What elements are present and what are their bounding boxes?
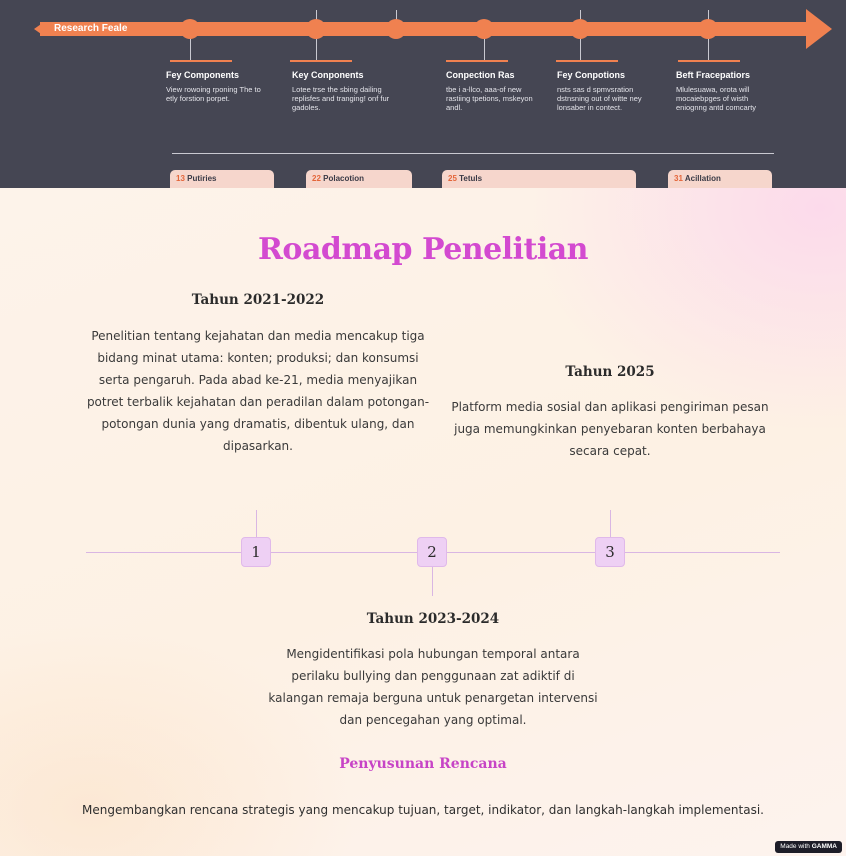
timeline-arrow <box>40 22 810 36</box>
card-label: Acillation <box>684 174 721 183</box>
plan-heading: Penyusunan Rencana <box>339 756 507 772</box>
stage-3-description: Platform media sosial dan aplikasi pengi… <box>451 400 769 458</box>
column-accent <box>170 60 232 62</box>
roadmap-panel: Roadmap Penelitian Tahun 2021-2022 Penel… <box>0 188 846 856</box>
hero-column-title: Conpection Ras <box>446 70 515 80</box>
hero-column-text: tbe i a-llco, aaa-of new rastiing tpetio… <box>446 85 533 112</box>
timeline-node <box>474 19 494 39</box>
hero-illustration: Research Feale Fey Components View rowoi… <box>0 0 846 190</box>
column-accent <box>556 60 618 62</box>
hero-column-text: Mlulesuawa, orota will mocaiebpges of wi… <box>676 85 757 112</box>
timeline-node <box>386 19 406 39</box>
hero-column: Key Conponents Lotee trse the sbing dail… <box>292 70 392 112</box>
hero-column-text: nsts sas d spmvsration dstnsning out of … <box>557 85 642 112</box>
hero-column-title: Key Conponents <box>292 70 364 80</box>
column-accent <box>678 60 740 62</box>
card-label: Tetuls <box>459 174 483 183</box>
timeline-node-3: 3 <box>595 537 625 567</box>
hero-card: 31 Acillation <box>668 170 772 190</box>
card-label: Polacotion <box>323 174 365 183</box>
card-number: 13 <box>176 174 185 183</box>
column-accent <box>290 60 352 62</box>
timeline-node <box>306 19 326 39</box>
hero-column: Beft Fracepatiors Mlulesuawa, orota will… <box>676 70 776 112</box>
card-number: 25 <box>448 174 457 183</box>
connector-line <box>484 36 485 60</box>
hero-column-title: Fey Conpotions <box>557 70 625 80</box>
hero-column-text: Lotee trse the sbing dailing replisfes a… <box>292 85 390 112</box>
stage-3-year: Tahun 2025 <box>565 364 655 380</box>
stage-1-year: Tahun 2021-2022 <box>191 292 325 308</box>
hero-column-text: View rowoing rponing The to etly forstio… <box>166 85 261 103</box>
timeline-stem <box>256 510 257 538</box>
badge-brand: GAMMA <box>811 843 837 850</box>
hero-column: Fey Conpotions nsts sas d spmvsration ds… <box>557 70 657 112</box>
timeline-node <box>570 19 590 39</box>
card-number: 22 <box>312 174 321 183</box>
timeline-node <box>180 19 200 39</box>
arrow-label: Research Feale <box>54 23 128 34</box>
hero-column-title: Beft Fracepatiors <box>676 70 751 80</box>
stage-2-description: Mengidentifikasi pola hubungan temporal … <box>268 647 598 727</box>
hero-column-title: Fey Components <box>166 70 240 80</box>
stage-2-year: Tahun 2023-2024 <box>366 611 500 627</box>
hero-card: 25 Tetuls <box>442 170 636 190</box>
page-title: Roadmap Penelitian <box>258 232 589 267</box>
timeline-node <box>698 19 718 39</box>
plan-description: Mengembangkan rencana strategis yang men… <box>82 803 764 817</box>
column-accent <box>446 60 508 62</box>
made-with-badge[interactable]: Made with GAMMA <box>775 841 842 853</box>
card-number: 31 <box>674 174 683 183</box>
hero-column: Fey Components View rowoing rponing The … <box>166 70 266 103</box>
timeline-node-1: 1 <box>241 537 271 567</box>
arrow-head <box>806 9 832 49</box>
connector-line <box>190 36 191 60</box>
hero-column: Conpection Ras tbe i a-llco, aaa-of new … <box>446 70 546 112</box>
hero-divider <box>172 153 774 154</box>
timeline-stem <box>432 566 433 596</box>
badge-prefix: Made with <box>780 843 810 850</box>
stage-1-description: Penelitian tentang kejahatan dan media m… <box>86 329 430 453</box>
hero-card: 13 Putiries <box>170 170 274 190</box>
timeline-stem <box>610 510 611 538</box>
hero-card: 22 Polacotion <box>306 170 412 190</box>
card-label: Putiries <box>187 174 217 183</box>
arrow-tail <box>34 22 44 36</box>
timeline-node-2: 2 <box>417 537 447 567</box>
